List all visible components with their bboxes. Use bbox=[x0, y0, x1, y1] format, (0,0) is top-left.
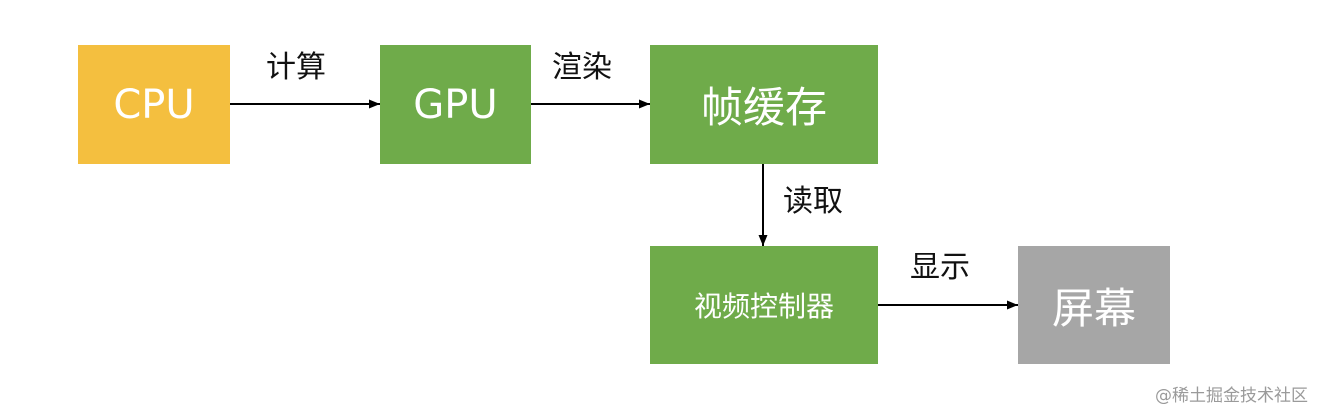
node-screen-label: 屏幕 bbox=[1051, 283, 1136, 333]
node-gpu: GPU bbox=[380, 45, 531, 164]
node-cpu: CPU bbox=[78, 45, 230, 164]
node-gpu-label: GPU bbox=[413, 81, 498, 128]
node-video-controller: 视频控制器 bbox=[650, 246, 878, 364]
watermark: @稀土掘金技术社区 bbox=[1155, 386, 1308, 406]
edge-label-display: 显示 bbox=[910, 250, 970, 285]
node-framebuffer-label: 帧缓存 bbox=[700, 83, 827, 132]
node-framebuffer: 帧缓存 bbox=[650, 45, 878, 164]
edge-label-compute: 计算 bbox=[266, 50, 326, 85]
node-cpu-label: CPU bbox=[113, 81, 195, 128]
edge-label-read: 读取 bbox=[783, 184, 843, 219]
edge-label-render: 渲染 bbox=[552, 50, 612, 85]
node-video-controller-label: 视频控制器 bbox=[693, 290, 834, 323]
node-screen: 屏幕 bbox=[1018, 246, 1170, 364]
